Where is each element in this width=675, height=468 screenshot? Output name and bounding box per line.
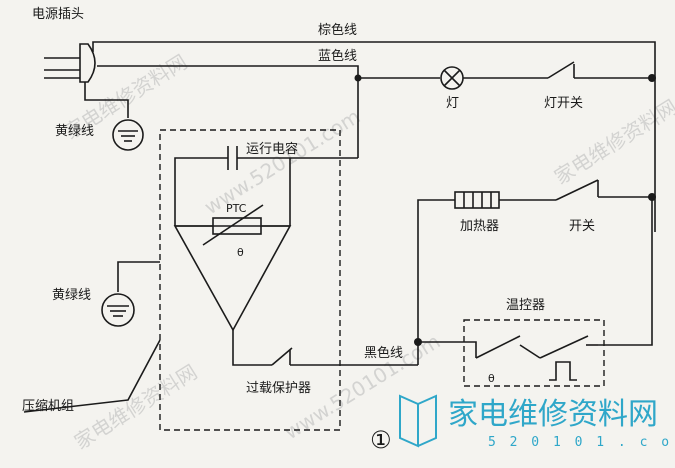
switch-icon <box>555 179 599 201</box>
brand-url: 5 2 0 1 0 1 . c o m <box>488 435 675 450</box>
start-circuit <box>173 146 418 366</box>
heater-branch <box>414 179 656 365</box>
heater-icon <box>454 191 500 209</box>
thermostat-step-symbol <box>549 361 577 381</box>
ground-symbol-left <box>101 261 160 327</box>
brand-watermark: 家电维修资料网 5 2 0 1 0 1 . c o m <box>399 394 675 450</box>
switch-label: 开关 <box>569 219 595 234</box>
ground-wire-left-label: 黄绿线 <box>52 288 91 303</box>
ptc-label: PTC <box>226 202 247 215</box>
lamp-switch-icon <box>547 61 575 79</box>
blue-wire-label: 蓝色线 <box>318 48 357 64</box>
ground-wire-top-label: 黄绿线 <box>55 124 94 139</box>
lamp-switch-label: 灯开关 <box>544 96 583 111</box>
run-capacitor-label: 运行电容 <box>246 141 298 157</box>
thermostat-label: 温控器 <box>506 298 545 313</box>
thermostat-theta-label: θ <box>488 372 495 385</box>
ptc-theta-label: θ <box>237 246 244 259</box>
compressor-leader-line <box>23 339 161 413</box>
overload-protector-label: 过载保护器 <box>246 381 311 396</box>
compressor-group-label: 压缩机组 <box>22 398 74 414</box>
ground-symbol-top <box>112 119 144 151</box>
watermark-diag-4: 家电维修资料网 <box>70 360 201 455</box>
black-wire-label: 黑色线 <box>364 345 403 361</box>
thermostat-group <box>418 197 653 387</box>
compressor-group-box <box>159 129 341 431</box>
lamp-branch <box>354 61 656 90</box>
brown-wire-label: 棕色线 <box>318 22 357 38</box>
motor-winding <box>173 225 292 332</box>
heater-label: 加热器 <box>460 219 499 234</box>
plug-label: 电源插头 <box>32 7 84 22</box>
figure-number: ① <box>370 426 392 454</box>
overload-switch <box>271 347 293 366</box>
power-plug <box>44 41 656 232</box>
brand-name: 家电维修资料网 <box>448 397 658 432</box>
book-logo-icon <box>399 394 419 448</box>
lamp-label: 灯 <box>446 96 459 111</box>
